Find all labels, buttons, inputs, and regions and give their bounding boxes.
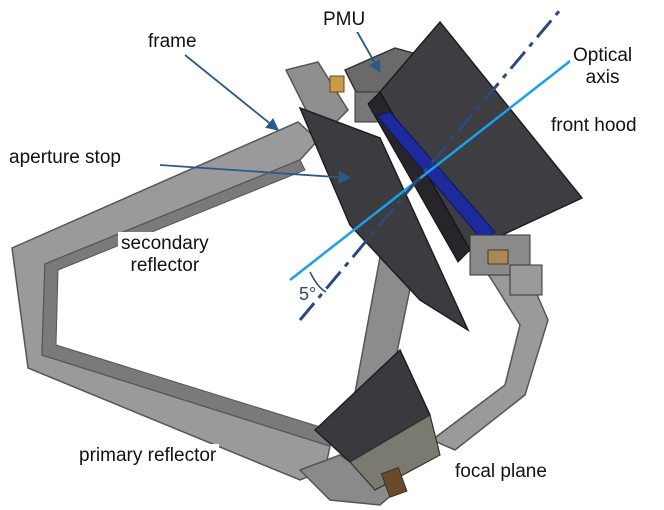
optical-axis-label-line2: axis (585, 67, 620, 88)
aperture-stop-arrow (159, 164, 352, 184)
pmu-label: PMU (320, 8, 369, 32)
focal-plane-label: focal plane (452, 460, 550, 484)
angle-label: 5° (299, 284, 317, 304)
right-mechanism (469, 234, 543, 296)
aperture-stop-label: aperture stop (6, 146, 124, 170)
frame-label: frame (145, 30, 200, 54)
secondary-reflector-label: secondary reflector (118, 232, 212, 278)
secondary-reflector-label-line1: secondary (121, 233, 209, 254)
primary-reflector-stripe (376, 111, 496, 241)
primary-reflector-label: primary reflector (76, 444, 220, 468)
front-hood (367, 20, 584, 263)
front-hood-label: front hood (548, 114, 640, 138)
telescope-axis-dashed (298, 9, 562, 321)
frame-left-loop-inner-edge (41, 159, 331, 447)
optical-axis-line (289, 57, 575, 281)
focal-plane-assembly (313, 348, 441, 498)
angle-arc (309, 271, 327, 293)
secondary-reflector-label-line2: reflector (130, 255, 200, 276)
optical-axis-label: Optical axis (570, 44, 636, 90)
frame-bottom-foot (298, 454, 397, 506)
optical-axis-label-line1: Optical (573, 45, 633, 66)
pmu-arrow (354, 27, 381, 74)
frame-arrow (184, 54, 279, 131)
